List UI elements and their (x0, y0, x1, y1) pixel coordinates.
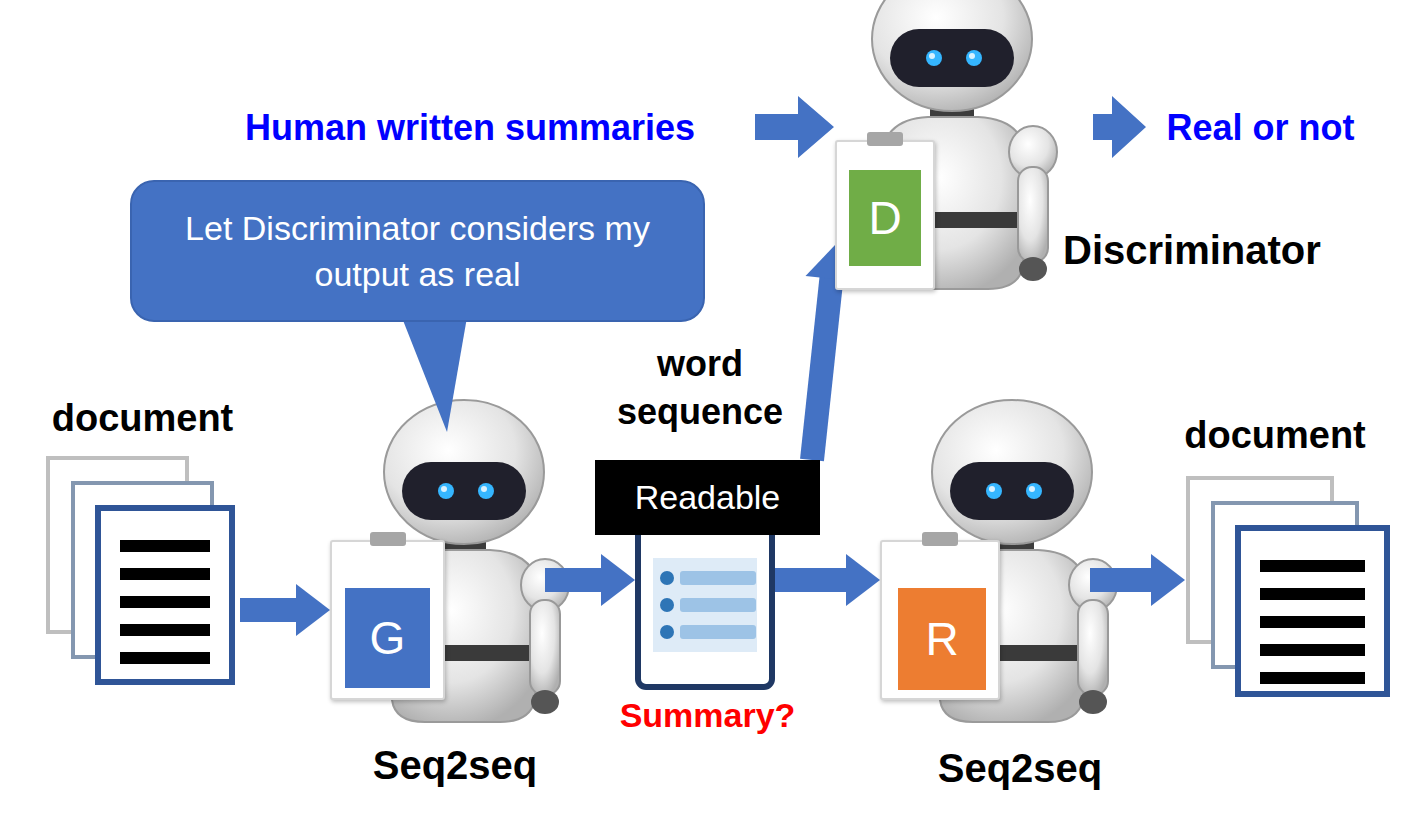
robot-eye-glint (441, 486, 447, 492)
text-slot: Seq2seq (920, 740, 1120, 796)
arrow-head (846, 554, 880, 606)
readable-tag: Readable (595, 460, 820, 535)
text-line-bar (1260, 560, 1365, 572)
text-slot: G (345, 588, 430, 688)
arrow-head (1151, 554, 1185, 606)
text-slot: Readable (635, 476, 781, 519)
document-icon (1185, 475, 1395, 700)
document-page (1238, 528, 1387, 694)
document-label: document (52, 394, 234, 442)
text-slot: Discriminator (1063, 222, 1398, 278)
arrow-shaft (240, 598, 298, 622)
card-clip (370, 532, 406, 546)
text-line-bar (120, 596, 210, 608)
card-letter: R (925, 610, 958, 668)
document-stack: document (1185, 475, 1395, 700)
arrow-head (296, 584, 330, 636)
card-clip (867, 132, 903, 146)
arrow-shaft (775, 568, 848, 592)
bullet-bar (680, 598, 756, 612)
summary-caption: Summary? (620, 694, 796, 737)
robot-head (384, 400, 544, 544)
text-line-bar (1260, 644, 1365, 656)
bullet-dot (660, 625, 674, 639)
input-label: Human written summaries (245, 105, 695, 150)
text-line-bar (120, 652, 210, 664)
bullet-dot (660, 598, 674, 612)
robot-eye (478, 483, 494, 499)
robot-eye (438, 483, 454, 499)
text-slot: Let Discriminator considers my output as… (158, 205, 677, 297)
robot-caption: Seq2seq (373, 740, 538, 790)
robot-visor (402, 462, 526, 520)
speech-bubble: Let Discriminator considers my output as… (130, 180, 705, 322)
robot-caption: Discriminator (1063, 225, 1321, 275)
robot-eye-glint (481, 486, 487, 492)
summary-panel (653, 558, 757, 652)
arrow-shaft (812, 277, 832, 460)
text-line-bar (120, 568, 210, 580)
speech-text: Let Discriminator considers my output as… (158, 205, 677, 297)
robot-arm (530, 600, 560, 695)
tag-text: Readable (635, 476, 781, 519)
robot-caption: Seq2seq (938, 743, 1103, 793)
text-line-bar (1260, 616, 1365, 628)
text-line-bar (1260, 672, 1365, 684)
document-stack: document (45, 455, 240, 690)
text-slot: Seq2seq (360, 737, 550, 793)
output-label: Real or not (1166, 105, 1354, 150)
text-line-bar (120, 540, 210, 552)
text-slot: word sequence (610, 340, 790, 436)
text-slot: document (1170, 410, 1380, 460)
text-slot: D (849, 170, 921, 266)
block-arrow (1093, 96, 1146, 158)
robot-card: DDiscriminator (835, 140, 935, 290)
card-letter: G (370, 609, 406, 667)
text-slot: R (898, 588, 986, 690)
text-slot: Summary? (595, 692, 820, 738)
bullet-bar (680, 625, 756, 639)
text-line-bar (1260, 588, 1365, 600)
document-label: document (1184, 411, 1366, 459)
robot-card: RSeq2seq (880, 540, 1090, 720)
text-slot: Human written summaries (205, 100, 735, 154)
card-letter: D (868, 189, 901, 247)
block-arrow (755, 96, 834, 158)
edge-label: word sequence (610, 340, 790, 436)
bullet-dot (660, 571, 674, 585)
card-clip (922, 532, 958, 546)
bullet-bar (680, 571, 756, 585)
flow-arrow (775, 554, 880, 606)
flow-arrow (240, 584, 330, 636)
summary-icon: Summary?Readable (595, 460, 820, 690)
arrow-head (601, 554, 635, 606)
arrow-shaft (1090, 568, 1153, 592)
flow-arrow (545, 554, 635, 606)
document-page (98, 508, 232, 682)
summary-icon-art (635, 520, 775, 690)
arrow-shaft (545, 568, 603, 592)
robot-hand (531, 690, 559, 714)
robot-card: GSeq2seq (330, 540, 545, 720)
text-slot: Real or not (1148, 100, 1373, 154)
text-slot: document (35, 393, 250, 443)
summary-shape (635, 520, 775, 690)
document-icon (45, 455, 240, 690)
text-line-bar (120, 624, 210, 636)
flow-arrow (1090, 554, 1185, 606)
summary-frame (638, 523, 772, 687)
